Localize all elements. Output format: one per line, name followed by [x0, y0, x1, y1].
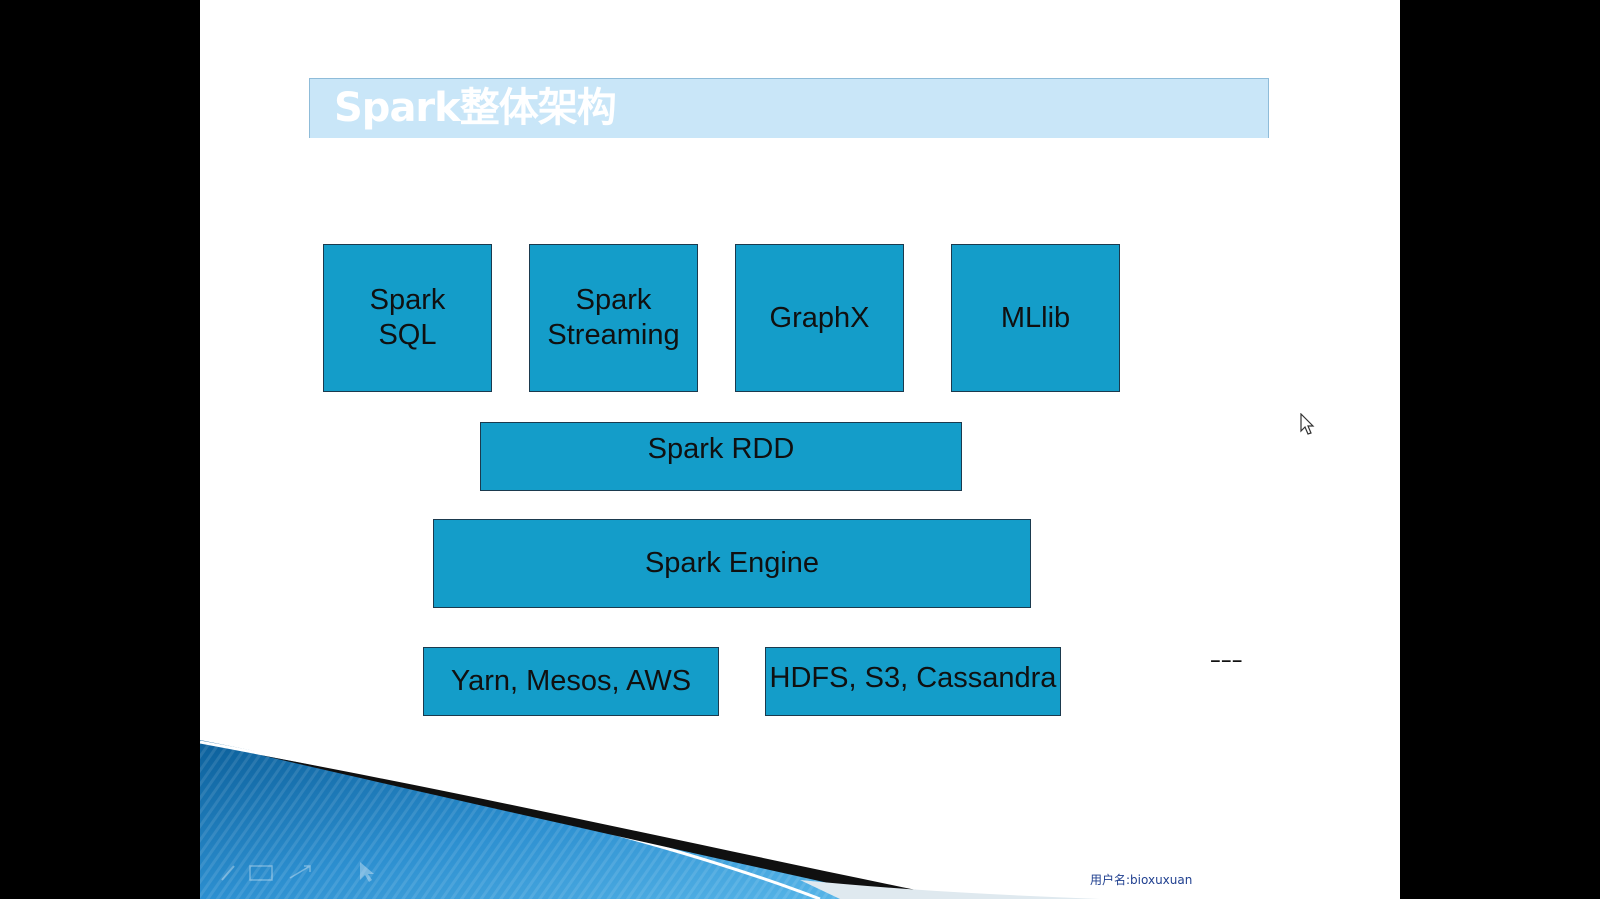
- spark-engine-box: Spark Engine: [433, 519, 1031, 608]
- username-label: 用户名:bioxuxuan: [1090, 873, 1193, 887]
- slide: Spark整体架构 Spark SQL Spark Streaming Grap…: [200, 0, 1400, 899]
- presentation-toolbar: [220, 860, 390, 889]
- spark-streaming-box: Spark Streaming: [529, 244, 698, 392]
- storage-box: HDFS, S3, Cassandra: [765, 647, 1061, 716]
- slide-menu-icon: [249, 865, 273, 881]
- cluster-managers-box: Yarn, Mesos, AWS: [423, 647, 719, 716]
- mllib-box: MLlib: [951, 244, 1120, 392]
- spark-rdd-box: Spark RDD: [480, 422, 962, 491]
- hidden-text-fragment: ■■■: [1210, 652, 1280, 662]
- mouse-pointer-icon: [1300, 412, 1316, 442]
- title-bar: Spark整体架构: [309, 78, 1269, 138]
- decorative-swoosh: [200, 740, 1100, 899]
- pen-icon: [221, 865, 235, 881]
- graphx-box: GraphX: [735, 244, 904, 392]
- spark-sql-box: Spark SQL: [323, 244, 492, 392]
- slide-title: Spark整体架构: [334, 85, 617, 131]
- arrow-icon: [289, 865, 311, 879]
- pointer-tool-icon: [360, 862, 374, 882]
